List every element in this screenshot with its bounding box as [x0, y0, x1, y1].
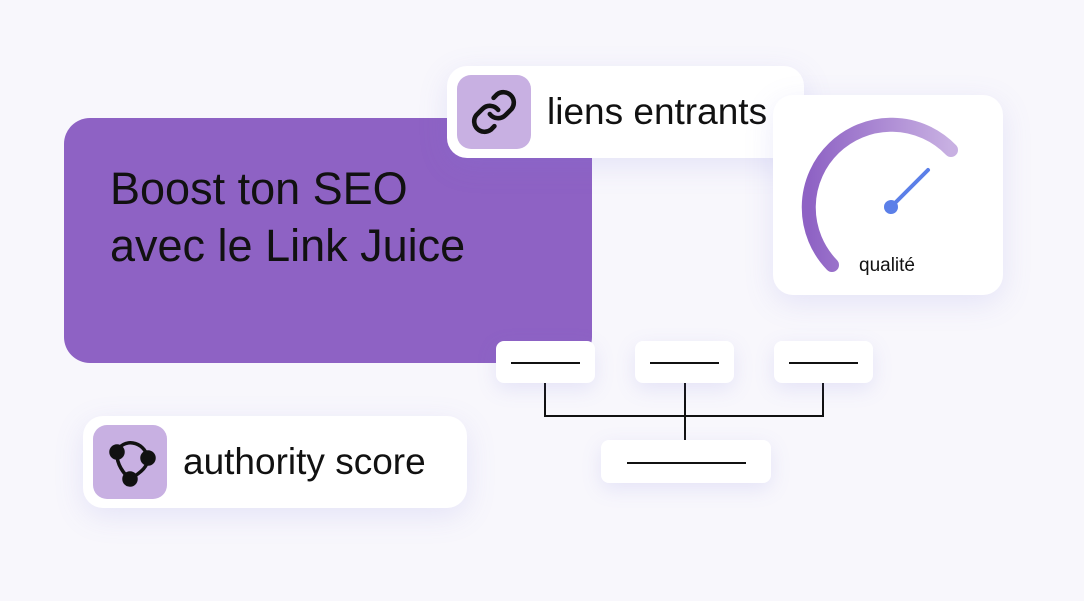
tree-node-2 [635, 341, 734, 383]
link-icon [457, 75, 531, 149]
quality-gauge-card: qualité [773, 95, 1003, 295]
backlinks-label: liens entrants [547, 91, 768, 132]
network-icon [93, 425, 167, 499]
tree-node-root [601, 440, 771, 483]
authority-score-label: authority score [183, 441, 426, 482]
hero-title: Boost ton SEO avec le Link Juice [110, 163, 466, 271]
backlinks-card: liens entrants [447, 66, 804, 158]
tree-node-3 [774, 341, 873, 383]
gauge-label: qualité [859, 255, 915, 276]
hero-banner: Boost ton SEO avec le Link Juice [64, 118, 592, 363]
tree-node-1 [496, 341, 595, 383]
authority-score-card: authority score [83, 416, 467, 508]
gauge-icon [801, 117, 958, 272]
